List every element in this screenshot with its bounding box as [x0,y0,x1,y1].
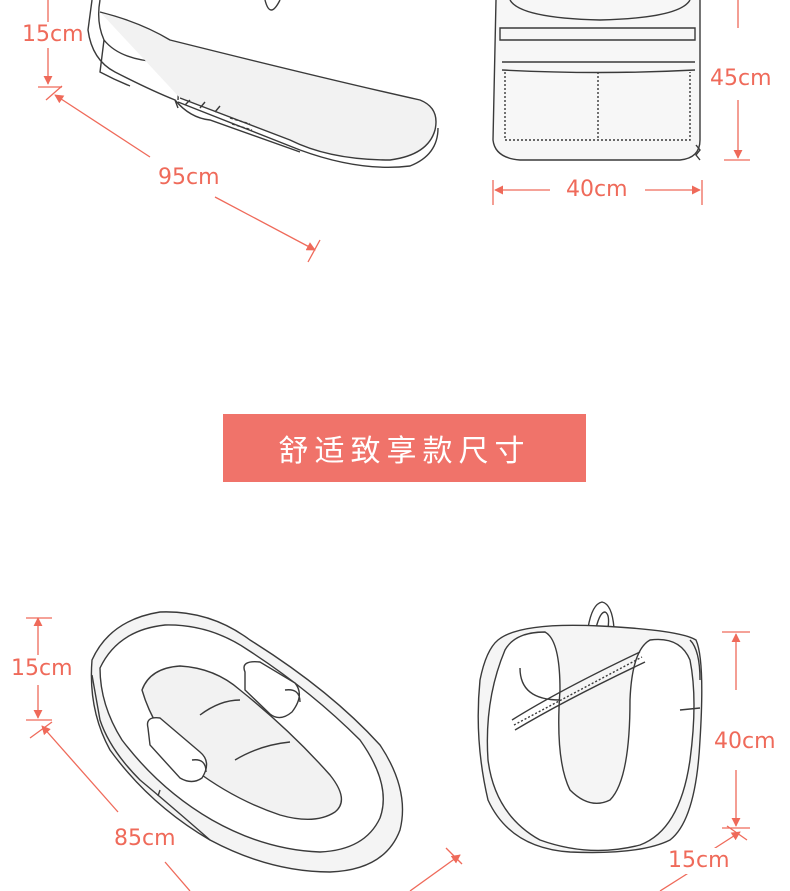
top-bed-length-dimension [45,85,321,263]
bottom-bag-depth-label: 15cm [666,848,732,874]
bottom-bag-illustration [477,601,703,854]
section-title-banner: 舒适致享款尺寸 [223,414,586,482]
top-bag-height-dimension [724,0,750,161]
bottom-bag-height-dimension [722,631,750,829]
top-bag-height-label: 45cm [708,66,774,92]
top-bed-length-label: 95cm [156,165,222,191]
bottom-bed-illustration [90,611,404,873]
top-bag-illustration [492,0,701,161]
section-title: 舒适致享款尺寸 [278,434,531,469]
top-bag-width-dimension [492,180,703,205]
bottom-bag-depth-dimension [659,825,748,891]
bottom-bed-length-dimension [29,721,463,891]
bottom-bed-height-dimension [26,617,52,721]
bottom-bed-length-label: 85cm [112,826,178,852]
bottom-bag-height-label: 40cm [712,729,778,755]
top-bag-width-label: 40cm [564,177,630,203]
top-bed-height-label: 15cm [20,22,86,48]
top-bed-illustration [87,0,439,168]
bottom-bed-height-label: 15cm [9,656,75,682]
